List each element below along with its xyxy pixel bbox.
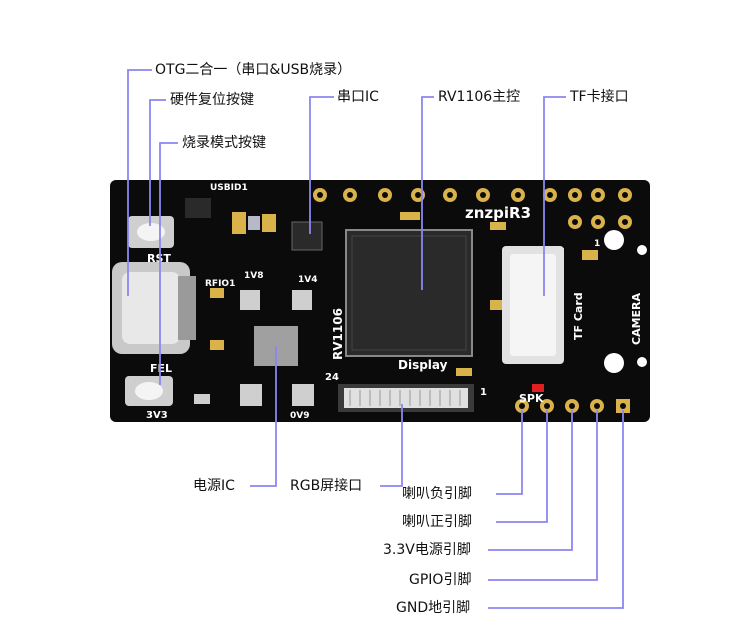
silk-usbid: USBID1 (210, 183, 248, 193)
silk-pin1-cam: 1 (594, 239, 600, 249)
callout-power-ic: 电源IC (193, 478, 235, 494)
silk-brand: znzpiR3 (465, 204, 531, 222)
silk-pin24: 24 (325, 372, 339, 383)
callout-3v3: 3.3V电源引脚 (383, 542, 471, 558)
leader-3v3 (488, 410, 573, 551)
callout-tf: TF卡接口 (570, 89, 629, 105)
callout-soc: RV1106主控 (438, 89, 521, 105)
callout-spk-pos: 喇叭正引脚 (402, 514, 472, 530)
callout-reset-button: 硬件复位按键 (170, 92, 254, 108)
mount-hole (604, 353, 624, 373)
callout-uart-ic: 串口IC (337, 89, 379, 105)
silk-rfio: RFIO1 (205, 279, 235, 289)
silk-0v9: 0V9 (290, 411, 310, 421)
callout-spk-neg: 喇叭负引脚 (402, 486, 472, 502)
leader-tf (543, 96, 566, 296)
silk-1v8: 1V8 (244, 271, 264, 281)
leader-spk-neg (496, 410, 523, 495)
soc-chip (345, 229, 473, 357)
silk-spk: SPK (519, 392, 544, 405)
callout-burn-button: 烧录模式按键 (182, 135, 266, 151)
mount-hole (637, 245, 647, 255)
leader-uart-ic (309, 96, 334, 234)
mount-hole (637, 357, 647, 367)
leader-spk-pos (496, 410, 548, 523)
silk-pin1-fpc: 1 (480, 387, 487, 398)
silk-1v4: 1V4 (298, 275, 318, 285)
leader-rgb (380, 404, 403, 487)
callout-gnd: GND地引脚 (396, 600, 471, 616)
silk-fel: FEL (150, 362, 172, 375)
leader-lines (127, 69, 624, 609)
silk-tfcard: TF Card (572, 292, 585, 340)
small-components (185, 198, 598, 406)
leader-gpio (488, 410, 598, 581)
silk-3v3: 3V3 (146, 410, 168, 421)
callout-gpio: GPIO引脚 (409, 572, 472, 588)
leader-reset (149, 99, 166, 226)
callout-rgb: RGB屏接口 (290, 478, 363, 494)
bottom-pins (515, 399, 630, 413)
leader-gnd (488, 410, 624, 609)
leader-soc (421, 96, 434, 290)
leader-burn (159, 142, 178, 385)
silk-camera: CAMERA (630, 292, 643, 345)
leader-power-ic (250, 346, 277, 487)
silk-chip-name: RV1106 (331, 308, 345, 360)
leader-otg (127, 69, 152, 296)
callout-otg: OTG二合一（串口&USB烧录） (155, 62, 352, 78)
mount-hole (604, 230, 624, 250)
silk-display: Display (398, 358, 448, 372)
